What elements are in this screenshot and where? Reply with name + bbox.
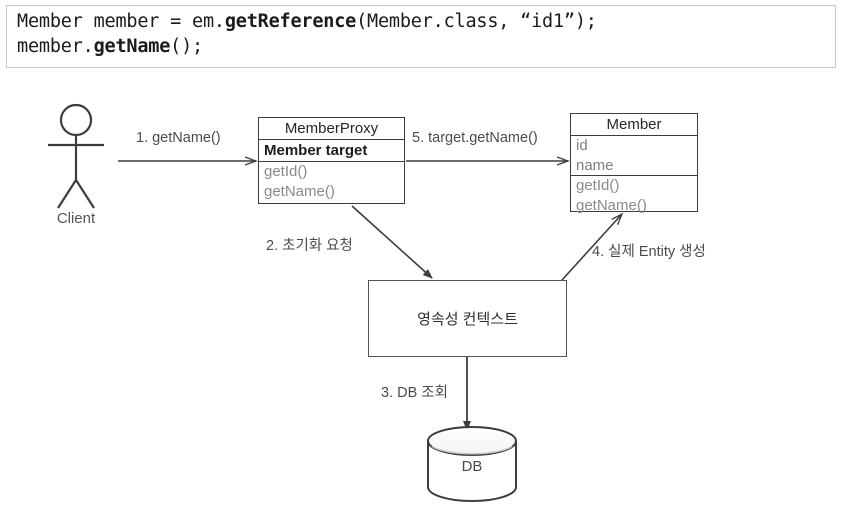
uml-box-member[interactable]: Member id name getId() getName() [570, 113, 698, 214]
code-line-2-pre: member. [17, 36, 94, 57]
persistence-context-box[interactable]: 영속성 컨텍스트 [368, 280, 567, 357]
code-line-2-bold: getName [93, 36, 171, 57]
code-line-1-bold: getReference [224, 11, 357, 32]
edge-label-3: 3. DB 조회 [381, 385, 448, 401]
edge-label-4: 4. 실제 Entity 생성 [592, 244, 706, 260]
memberproxy-method-getid: getId() [264, 163, 308, 180]
member-title: Member [571, 114, 697, 136]
edge-label-1: 1. getName() [136, 130, 221, 146]
code-snippet-box: Member member = em.getReference(Member.c… [6, 5, 836, 68]
memberproxy-attribute-target: Member target [259, 140, 404, 162]
database-label: DB [461, 458, 483, 475]
code-line-1-pre: Member member = em. [17, 11, 225, 32]
member-attribute-name: name [571, 156, 697, 176]
code-line-2-post: (); [170, 36, 203, 57]
persistence-context-label: 영속성 컨텍스트 [417, 311, 518, 328]
actor-client-label: Client [56, 210, 96, 227]
member-method-getid: getId() [576, 177, 620, 194]
member-attribute-id: id [576, 137, 588, 154]
code-line-1-post: (Member.class, “id1”); [356, 11, 597, 32]
code-line-2: member.getName(); [17, 36, 203, 57]
edge-2-line [351, 205, 433, 279]
member-method-getname: getName() [576, 197, 647, 214]
actor-client-figure [48, 103, 104, 209]
memberproxy-method-getname: getName() [264, 183, 335, 200]
uml-box-memberproxy[interactable]: MemberProxy Member target getId() getNam… [258, 117, 405, 204]
memberproxy-title: MemberProxy [259, 118, 404, 140]
code-line-1: Member member = em.getReference(Member.c… [17, 11, 597, 32]
edge-label-5: 5. target.getName() [412, 130, 538, 146]
edge-label-2: 2. 초기화 요청 [266, 238, 353, 254]
